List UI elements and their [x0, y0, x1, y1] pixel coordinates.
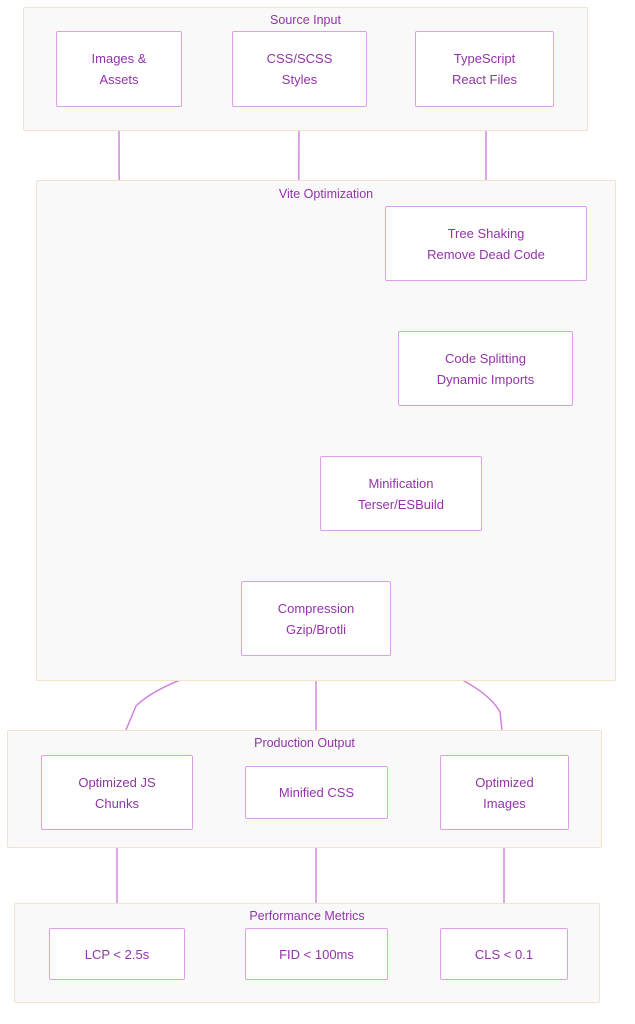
node-label-line: Minified CSS: [278, 785, 355, 800]
node-minified-css[interactable]: Minified CSS: [245, 766, 388, 819]
node-label-line: Terser/ESBuild: [358, 496, 444, 512]
node-optimized-js[interactable]: Optimized JS Chunks: [41, 755, 193, 830]
node-fid-metric[interactable]: FID < 100ms: [245, 928, 388, 980]
node-css-styles[interactable]: CSS/SCSS Styles: [232, 31, 367, 107]
node-label-line: FID < 100ms: [279, 946, 354, 962]
cluster-label-vite-optimization: Vite Optimization: [278, 187, 374, 201]
cluster-label-performance-metrics: Performance Metrics: [249, 909, 365, 923]
node-label-line: Images: [483, 795, 526, 811]
node-label-line: Code Splitting: [445, 350, 526, 366]
node-label-line: Minification: [368, 475, 434, 491]
node-lcp-metric[interactable]: LCP < 2.5s: [49, 928, 185, 980]
cluster-label-source-input: Source Input: [270, 13, 341, 27]
node-label-line: Remove Dead Code: [427, 246, 545, 262]
node-label-line: LCP < 2.5s: [84, 946, 150, 962]
node-label-line: Images &: [91, 51, 147, 66]
node-label-line: CSS/SCSS: [266, 51, 333, 66]
node-label-line: Dynamic Imports: [436, 371, 535, 387]
node-label-line: CLS < 0.1: [474, 946, 534, 962]
node-label-line: TypeScript: [453, 51, 516, 66]
node-label-line: Optimized JS: [78, 774, 156, 790]
node-label-line: React Files: [451, 72, 518, 87]
node-label-line: Styles: [281, 72, 318, 87]
node-label-line: Optimized: [475, 774, 534, 790]
node-label-line: Gzip/Brotli: [286, 621, 346, 637]
node-cls-metric[interactable]: CLS < 0.1: [440, 928, 568, 980]
node-label-line: Chunks: [94, 795, 140, 811]
node-label-line: Assets: [99, 72, 139, 87]
cluster-label-production-output: Production Output: [254, 736, 355, 750]
node-label-line: Tree Shaking: [447, 225, 525, 241]
node-images-assets[interactable]: Images & Assets: [56, 31, 182, 107]
node-label-line: Compression: [277, 600, 355, 616]
